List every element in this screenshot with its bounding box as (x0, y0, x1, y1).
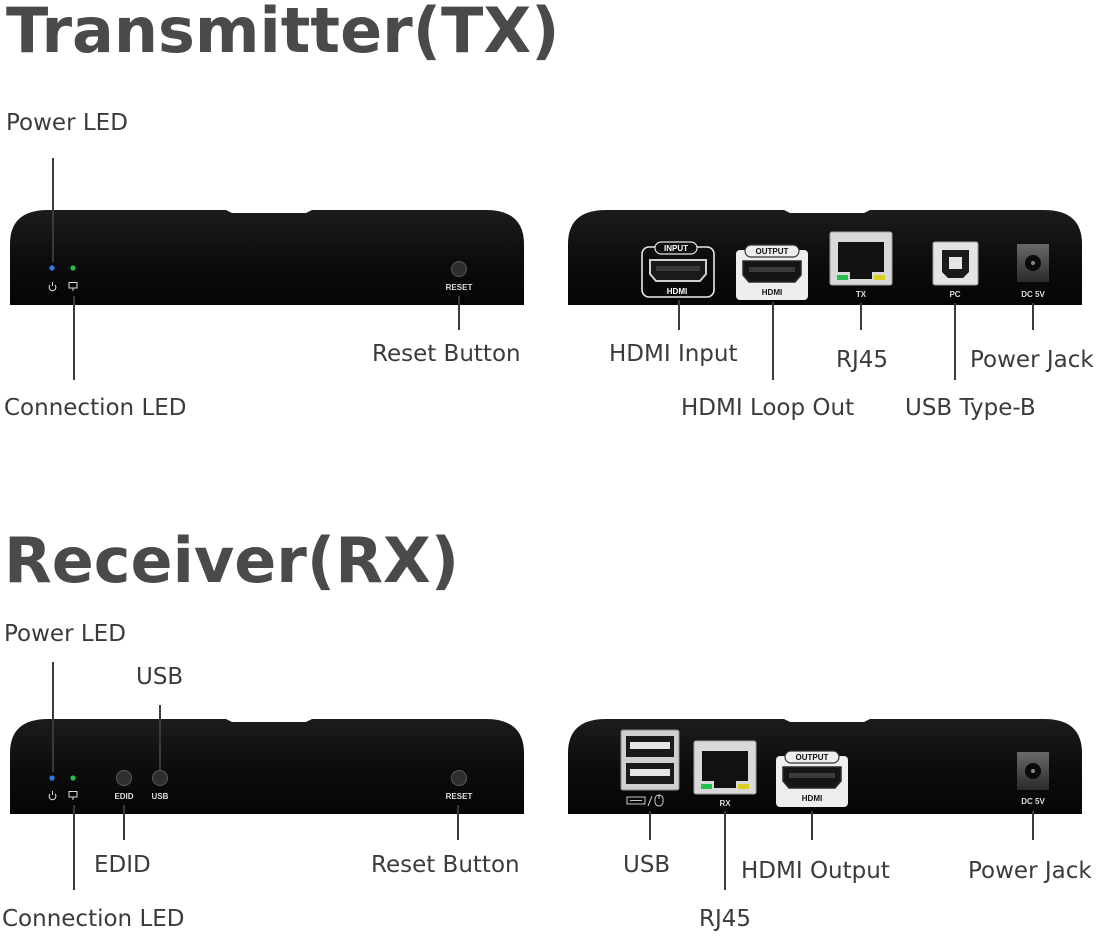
rx-dc-port-label: DC 5V (1021, 797, 1045, 806)
keyboard-icon (626, 796, 646, 805)
rx-edid-button[interactable] (116, 770, 132, 786)
rx-usb-rear-label: USB (623, 852, 670, 878)
tx-power-led (49, 265, 55, 271)
rx-rj45-led-green (701, 784, 712, 789)
tx-input-hdmi-label: HDMI (667, 287, 687, 296)
tx-front-body (10, 210, 524, 305)
tx-power-jack-label: Power Jack (970, 347, 1094, 373)
rx-connection-led (70, 775, 76, 781)
rx-reset-button[interactable] (451, 770, 467, 786)
monitor-icon (68, 791, 78, 800)
tx-hdmi-loop-out-label: HDMI Loop Out (681, 395, 854, 421)
rx-connection-led-label: Connection LED (2, 906, 185, 932)
power-icon (48, 282, 57, 292)
tx-reset-port-label: RESET (446, 283, 473, 292)
tx-usb-b-tongue (949, 257, 962, 269)
tx-rj45-label: RJ45 (836, 347, 888, 373)
tx-hdmi-input-label: HDMI Input (609, 341, 738, 367)
rx-power-led (49, 775, 55, 781)
tx-input-tag (654, 241, 698, 255)
tx-output-hdmi-label: HDMI (762, 288, 782, 297)
rx-usb-label: USB (136, 664, 183, 690)
rx-usb-port-label: USB (152, 792, 169, 801)
tx-rj45-port[interactable] (838, 242, 884, 279)
rx-usb-a-tongue-bottom (630, 769, 670, 776)
rx-title: Receiver(RX) (4, 524, 459, 597)
rx-rj45-port-label: RX (719, 799, 731, 808)
tx-hdmi-input-pins (656, 266, 700, 271)
rx-rear-panel: RX OUTPUT HDMI DC 5V (568, 719, 1082, 814)
rx-output-hdmi-label: HDMI (802, 794, 822, 803)
rx-hdmi-output-pins (789, 773, 835, 778)
tx-output-tag (744, 244, 800, 258)
rx-rj45-led-yellow (738, 784, 749, 789)
tx-power-led-label: Power LED (6, 110, 128, 136)
tx-input-tag-label: INPUT (664, 244, 688, 253)
tx-connection-led (70, 265, 76, 271)
tx-hdmi-output-pins (749, 267, 795, 272)
tx-rj45-led-yellow (874, 275, 885, 280)
rx-rj45-port[interactable] (702, 751, 748, 788)
tx-dc-jack-pin (1031, 261, 1035, 265)
tx-reset-button[interactable] (451, 261, 467, 277)
tx-front-panel: RESET (10, 210, 524, 305)
rx-reset-button-label: Reset Button (371, 852, 520, 878)
tx-usb-type-b-label: USB Type-B (905, 395, 1036, 421)
tx-pc-port-label: PC (949, 290, 960, 299)
rx-power-jack-label: Power Jack (968, 858, 1092, 884)
rx-dc-jack-pin (1031, 769, 1035, 773)
tx-rj45-led-green (837, 275, 848, 280)
tx-connection-led-label: Connection LED (4, 395, 187, 421)
tx-output-tag-label: OUTPUT (756, 247, 789, 256)
tx-title: Transmitter(TX) (6, 0, 559, 67)
rx-edid-port-label: EDID (114, 792, 133, 801)
rx-hdmi-output-label: HDMI Output (741, 858, 890, 884)
rx-rj45-label: RJ45 (699, 906, 751, 932)
mouse-icon (654, 794, 664, 807)
rx-usb-button[interactable] (152, 770, 168, 786)
rx-reset-port-label: RESET (446, 792, 473, 801)
tx-rj45-port-label: TX (856, 290, 867, 299)
rx-output-tag-label: OUTPUT (796, 753, 829, 762)
tx-rear-panel: INPUT HDMI OUTPUT HDMI TX PC DC 5V (568, 210, 1082, 305)
rx-edid-label: EDID (94, 852, 151, 878)
rx-front-panel: EDID USB RESET (10, 719, 524, 814)
rx-front-body (10, 719, 524, 814)
rx-output-tag (784, 750, 840, 764)
rx-power-led-label: Power LED (4, 621, 126, 647)
rx-usb-a-tongue-top (630, 742, 670, 749)
tx-rear-body (568, 210, 1082, 305)
tx-reset-button-label: Reset Button (372, 341, 521, 367)
tx-dc-port-label: DC 5V (1021, 290, 1045, 299)
power-icon (48, 791, 57, 801)
slash-divider (647, 795, 653, 807)
monitor-icon (68, 282, 78, 291)
